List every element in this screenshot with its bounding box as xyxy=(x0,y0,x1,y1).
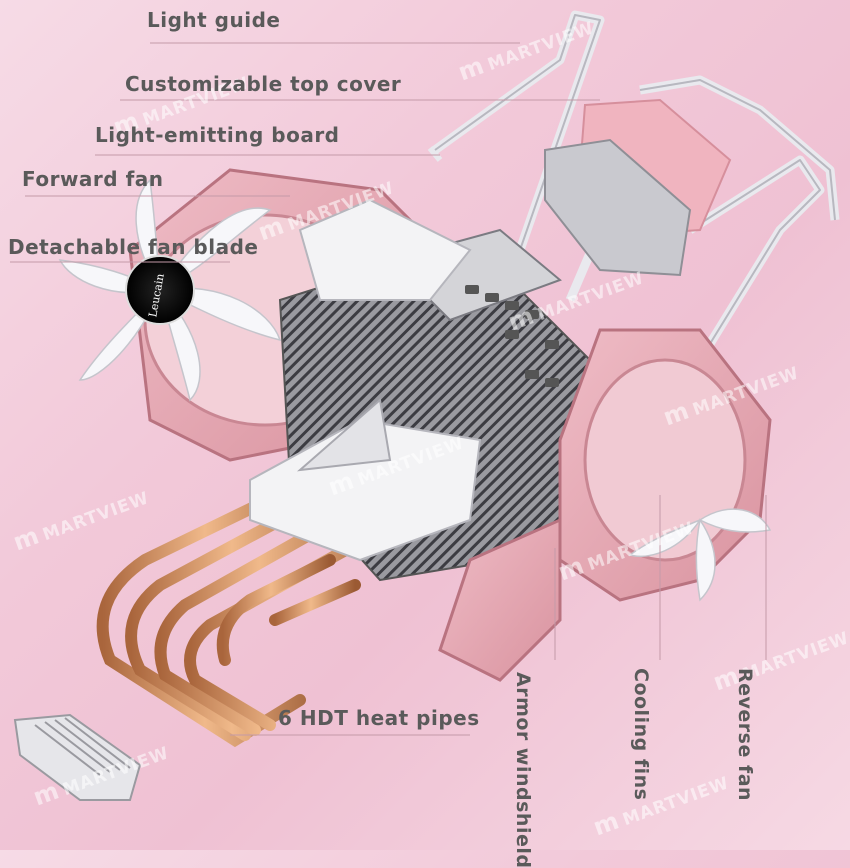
label-light-emitting-board: Light-emitting board xyxy=(95,123,340,147)
label-heat-pipes: 6 HDT heat pipes xyxy=(278,706,480,730)
armor-windshield xyxy=(249,198,559,562)
label-top-cover: Customizable top cover xyxy=(125,72,402,96)
heat-pipes xyxy=(96,464,406,748)
label-fan-blade: Detachable fan blade xyxy=(8,235,259,259)
callout-lines xyxy=(10,42,767,736)
label-reverse-fan: Reverse fan xyxy=(734,668,756,802)
top-cover xyxy=(544,138,692,277)
label-forward-fan: Forward fan xyxy=(22,167,164,191)
label-armor-windshield: Armor windshield xyxy=(512,672,534,868)
reverse-fan xyxy=(438,328,772,682)
label-light-guide: Light guide xyxy=(147,8,281,32)
base-plate xyxy=(13,713,142,801)
label-cooling-fins: Cooling fins xyxy=(630,668,652,801)
cooler-exploded-view: Leucain xyxy=(10,10,840,801)
